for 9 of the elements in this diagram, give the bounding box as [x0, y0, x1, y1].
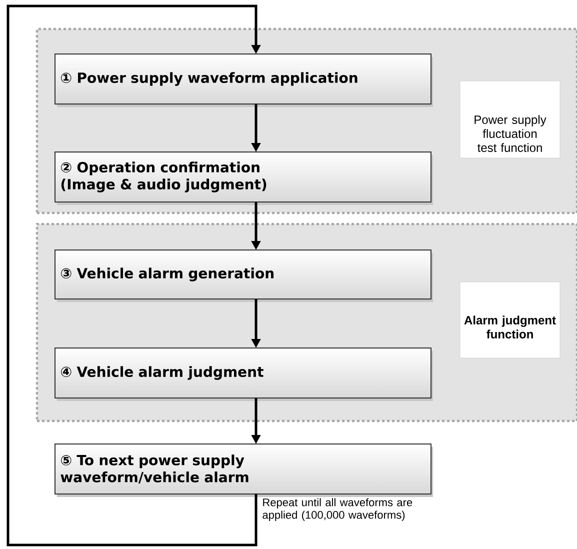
edge-label: Repeat until all waveforms are applied (100,000 waveforms) — [262, 498, 412, 521]
process-box: ③ Vehicle alarm generation — [54, 250, 433, 302]
process-box: ② Operation confirmation (Image & audio judgment) — [54, 152, 433, 205]
process-box: ① Power supply waveform application — [54, 54, 433, 107]
arrow — [6, 4, 261, 546]
function-label: Alarm judgment function — [460, 282, 560, 358]
process-box: ⑤ To next power supply waveform/vehicle alarm — [54, 444, 433, 497]
process-box: ④ Vehicle alarm judgment — [54, 348, 433, 401]
function-label: Power supply fluctuation test function — [460, 80, 560, 158]
